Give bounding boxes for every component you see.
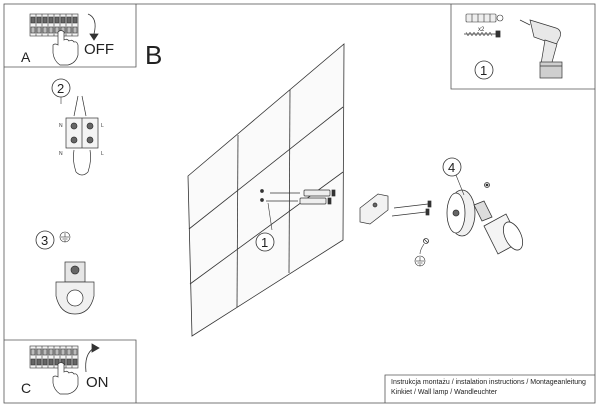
terminal-label-bottom-right: L [101, 151, 104, 157]
screw-icon [464, 30, 501, 38]
dowel-icon [299, 189, 331, 205]
wall-step-number: 1 [261, 235, 269, 250]
drill-icon [519, 19, 563, 79]
panel-a [4, 4, 137, 68]
hand-icon [52, 30, 79, 66]
step-four-number: 4 [448, 160, 456, 175]
breaker-block-a [29, 13, 79, 37]
step-four [442, 157, 465, 196]
ground-icon [59, 231, 71, 243]
panel-c-state: ON [86, 374, 109, 391]
lamp-icon [423, 182, 524, 255]
kit-step-circle [474, 60, 494, 80]
step-two [51, 78, 99, 176]
connector-icon [65, 95, 99, 176]
panel-a-letter: A [21, 49, 31, 65]
hand-icon [52, 362, 79, 395]
terminal-label-top-right: L [101, 123, 104, 129]
breaker-block-c [29, 345, 79, 369]
outer-frame [3, 3, 596, 404]
dowel-icon [465, 13, 504, 23]
step-two-number: 2 [57, 81, 65, 96]
wall-fixings [260, 189, 336, 231]
footer-line-1: Instrukcja montażu / instalation instruc… [391, 379, 586, 386]
kit-step-number: 1 [480, 63, 488, 78]
panel-c [4, 339, 137, 403]
panel-a-state: OFF [84, 41, 114, 58]
lamp-base-icon [55, 261, 95, 315]
arrow-icon [87, 13, 99, 41]
screw-icon [266, 189, 336, 205]
kit-panel [450, 4, 595, 90]
step-three [35, 230, 95, 315]
bracket [359, 193, 432, 225]
screw-icon [391, 200, 432, 217]
wall-step-circle [255, 232, 275, 252]
terminal-label-top-left: N [59, 123, 63, 129]
kit-quantity: x2 [478, 27, 485, 33]
step-three-number: 3 [41, 233, 49, 248]
section-b-letter: B [145, 40, 163, 70]
terminal-label-bottom-left: N [59, 151, 63, 157]
ground-icon [414, 243, 426, 267]
panel-c-letter: C [21, 380, 32, 396]
footer-frame [384, 374, 595, 403]
arrow-icon [85, 343, 100, 373]
footer-line-2: Kinkiet / Wall lamp / Wandleuchter [391, 389, 498, 396]
